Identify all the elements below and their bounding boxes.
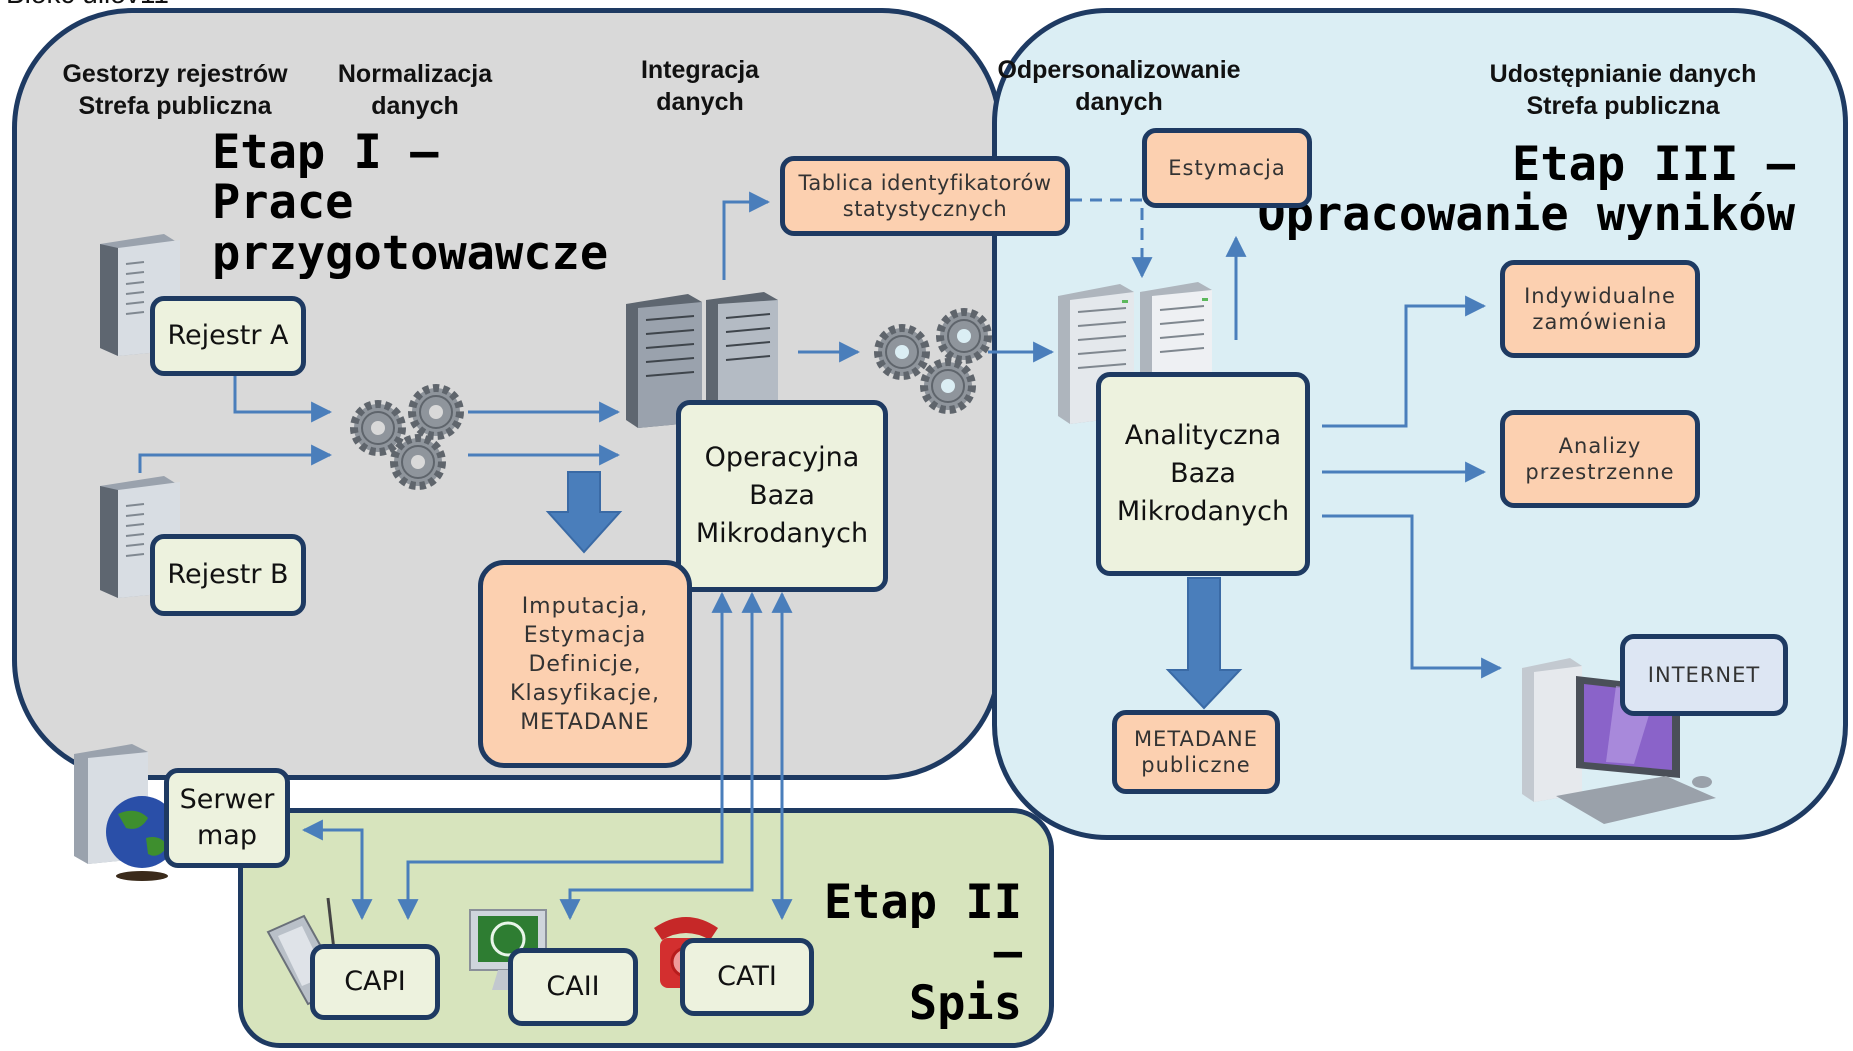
stage1-title: Etap I – Prace przygotowawcze [212,125,609,281]
stage2-title: Etap II – Spis [823,875,1022,1031]
top-cropped-text: Blokc uilov11 [6,0,169,10]
arrow-opdb-to-identifier-table [722,191,771,280]
register-a-node[interactable]: Rejestr A [150,296,306,376]
arrow-identifier-to-andb-dashed [1070,198,1153,279]
public-metadata-node[interactable]: METADANE publiczne [1112,710,1280,794]
gears-icon [874,308,992,414]
map-server-node[interactable]: Serwer map [164,768,290,868]
cati-node[interactable]: CATI [680,938,814,1016]
spatial-analyses-node[interactable]: Analizy przestrzenne [1500,410,1700,508]
identifier-table-label: Tablica identyfikatorów statystycznych [798,171,1052,221]
header-registers: Gestorzy rejestrów Strefa publiczna [62,60,288,120]
individual-orders-node[interactable]: Indywidualne zamówienia [1500,260,1700,358]
globe-icon [106,796,178,881]
estimation-node[interactable]: Estymacja [1142,128,1312,208]
arrow-register-b-to-gears [138,444,333,473]
stage3-title: Etap III – Opracowanie wyników [1257,137,1795,243]
capi-node[interactable]: CAPI [310,944,440,1020]
arrow-map-capi [301,819,373,921]
arrow-andb-to-internet [1322,514,1503,679]
header-anonymization: Odpersonalizowanie danych [997,56,1241,116]
internet-node[interactable]: INTERNET [1620,634,1788,716]
imputation-node[interactable]: Imputacja, Estymacja Definicje, Klasyfik… [478,560,692,768]
identifier-table-node[interactable]: Tablica identyfikatorów statystycznych [780,156,1070,236]
arrow-andb-to-orders [1322,295,1487,428]
operational-db-node[interactable]: Operacyjna Baza Mikrodanych [676,400,888,592]
register-b-node[interactable]: Rejestr B [150,534,306,616]
down-arrow-icon [545,471,623,554]
server-icon [626,292,778,428]
header-integration: Integracja danych [640,56,760,116]
header-normalization: Normalizacja danych [337,60,493,120]
analytical-db-node[interactable]: Analityczna Baza Mikrodanych [1096,372,1310,576]
caii-node[interactable]: CAII [508,948,638,1026]
arrow-register-a-to-gears [233,360,333,423]
arrow-opdb-caii [559,591,763,921]
header-sharing: Udostępnianie danych Strefa publiczna [1489,60,1757,120]
gears-icon [350,384,464,490]
down-arrow-icon [1165,577,1243,710]
